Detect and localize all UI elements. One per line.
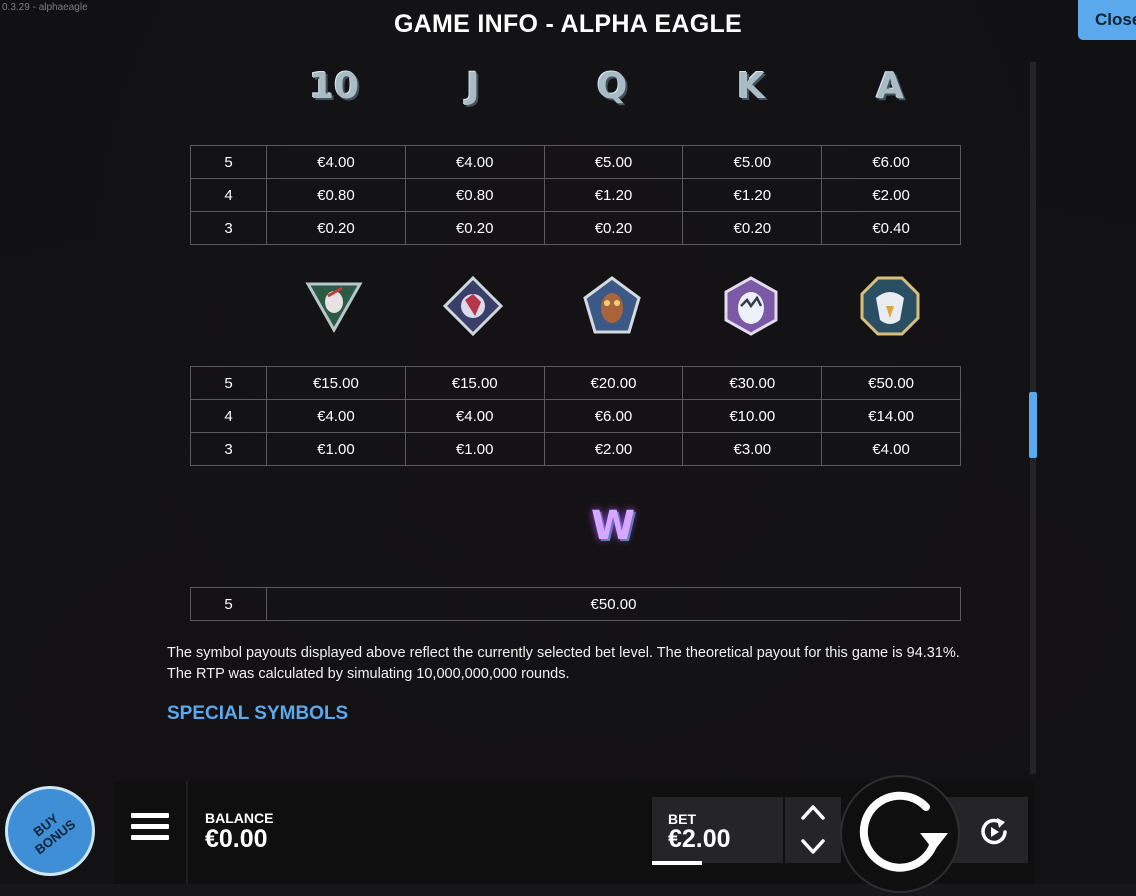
table-cell: €0.80	[404, 178, 545, 212]
table-cell: €0.20	[404, 211, 545, 245]
table-row: 4 €0.80 €0.80 €1.20 €1.20 €2.00	[190, 178, 961, 212]
table-row: 5 €50.00	[190, 587, 961, 621]
table-cell: €0.40	[821, 211, 961, 245]
table-cell: €10.00	[682, 399, 823, 433]
table-row: 3 €0.20 €0.20 €0.20 €0.20 €0.40	[190, 211, 961, 245]
symbol-k: K	[737, 65, 765, 107]
table-cell: €5.00	[543, 145, 684, 179]
bet-label: BET	[668, 811, 696, 827]
version-label: 0.3.29 - alphaeagle	[2, 2, 88, 13]
bet-indicator	[652, 861, 702, 865]
table-cell: €5.00	[682, 145, 823, 179]
balance-value: €0.00	[205, 825, 268, 853]
table-cell: 3	[190, 211, 267, 245]
symbol-q: Q	[596, 65, 628, 107]
wild-paytable: 5 €50.00	[190, 587, 961, 621]
table-cell: €1.00	[266, 432, 406, 466]
balance-label: BALANCE	[205, 810, 274, 826]
table-cell: €0.20	[543, 211, 684, 245]
symbol-a: A	[876, 65, 904, 107]
hexagon-egg-icon	[716, 276, 786, 336]
divider	[186, 781, 188, 884]
table-cell: 3	[190, 432, 267, 466]
octagon-eagle-icon	[855, 276, 925, 336]
autoplay-icon[interactable]	[977, 815, 1011, 849]
table-cell: €50.00	[821, 366, 961, 400]
table-cell: €15.00	[404, 366, 545, 400]
buy-bonus-button[interactable]: BUY BONUS	[5, 786, 95, 876]
table-cell: 4	[190, 399, 267, 433]
wild-symbol-icon: W	[590, 503, 636, 549]
table-cell: €1.00	[404, 432, 545, 466]
pentagon-owl-icon	[577, 276, 647, 336]
table-cell: 5	[190, 145, 267, 179]
table-cell: €4.00	[404, 399, 545, 433]
table-cell: 5	[190, 587, 267, 621]
low-symbols-row: 10 J Q K A	[190, 56, 960, 116]
bet-display[interactable]	[652, 797, 783, 863]
table-cell: €0.80	[266, 178, 406, 212]
table-cell: €50.00	[266, 587, 961, 621]
table-row: 3 €1.00 €1.00 €2.00 €3.00 €4.00	[190, 432, 961, 466]
table-cell: €4.00	[266, 399, 406, 433]
table-row: 5 €4.00 €4.00 €5.00 €5.00 €6.00	[190, 145, 961, 179]
table-cell: €6.00	[821, 145, 961, 179]
bet-value: €2.00	[668, 825, 731, 853]
table-cell: 4	[190, 178, 267, 212]
scrollbar-thumb[interactable]	[1029, 392, 1037, 458]
spin-button[interactable]	[840, 775, 960, 893]
triangle-bird-icon	[299, 276, 369, 336]
high-symbols-row	[190, 276, 960, 336]
table-cell: €0.20	[682, 211, 823, 245]
table-cell: €20.00	[543, 366, 684, 400]
table-cell: €6.00	[543, 399, 684, 433]
page-title: GAME INFO - ALPHA EAGLE	[393, 10, 743, 38]
table-cell: 5	[190, 366, 267, 400]
table-cell: €0.20	[266, 211, 406, 245]
table-cell: €2.00	[821, 178, 961, 212]
spin-icon	[859, 791, 948, 872]
special-symbols-heading: SPECIAL SYMBOLS	[167, 703, 349, 724]
close-button[interactable]: Close	[1078, 0, 1136, 40]
table-cell: €4.00	[266, 145, 406, 179]
rtp-note: The symbol payouts displayed above refle…	[167, 645, 960, 682]
table-cell: €4.00	[404, 145, 545, 179]
table-row: 5 €15.00 €15.00 €20.00 €30.00 €50.00	[190, 366, 961, 400]
table-cell: €4.00	[821, 432, 961, 466]
bet-decrease-icon[interactable]	[800, 838, 826, 856]
table-cell: €14.00	[821, 399, 961, 433]
table-cell: €1.20	[682, 178, 823, 212]
table-row: 4 €4.00 €4.00 €6.00 €10.00 €14.00	[190, 399, 961, 433]
table-cell: €3.00	[682, 432, 823, 466]
bet-increase-icon[interactable]	[800, 803, 826, 821]
menu-icon[interactable]	[131, 813, 169, 847]
table-cell: €30.00	[682, 366, 823, 400]
low-paytable: 5 €4.00 €4.00 €5.00 €5.00 €6.00 4 €0.80 …	[190, 145, 961, 245]
symbol-j: J	[466, 65, 480, 107]
high-paytable: 5 €15.00 €15.00 €20.00 €30.00 €50.00 4 €…	[190, 366, 961, 466]
table-cell: €2.00	[543, 432, 684, 466]
symbol-10: 10	[308, 65, 360, 107]
diamond-fox-icon	[438, 276, 508, 336]
table-cell: €1.20	[543, 178, 684, 212]
table-cell: €15.00	[266, 366, 406, 400]
